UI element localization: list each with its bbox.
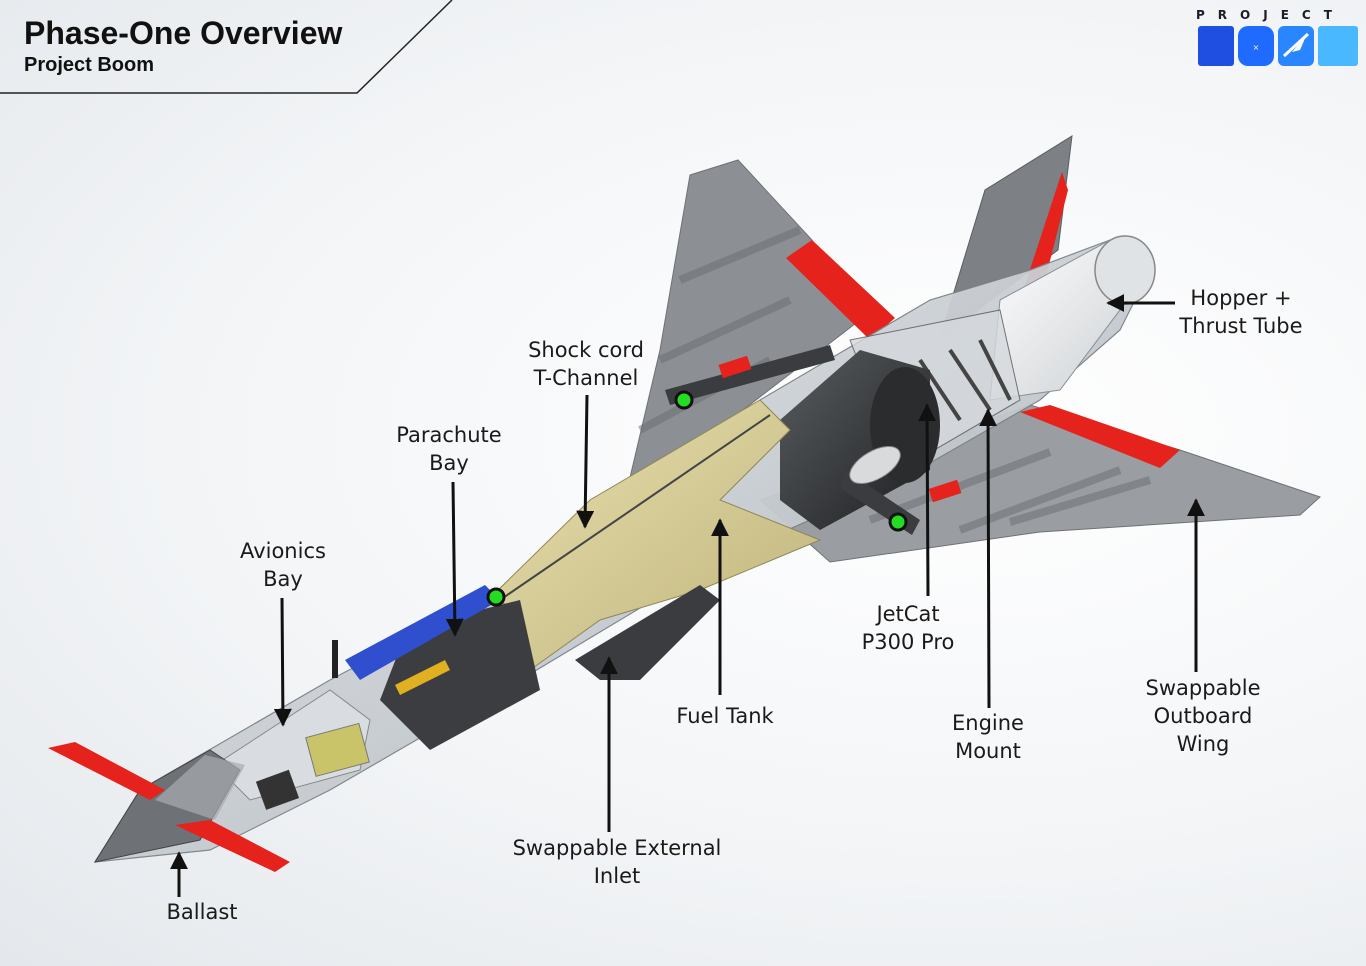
- avionics-bay-arrow: [273, 597, 292, 727]
- attach-point-marker: [674, 390, 694, 410]
- label-ballast: Ballast: [166, 900, 238, 924]
- attach-point-marker: [888, 512, 908, 532]
- left-canard: [48, 742, 165, 800]
- label-shock-cord-t-channel: Shock cord T-Channel: [528, 338, 644, 390]
- upper-aileron: [786, 240, 895, 340]
- jetcat-arrow: [918, 403, 937, 597]
- fuselage: [48, 235, 1156, 872]
- brand-logo: PROJECT ×: [1196, 8, 1362, 70]
- right-canard: [175, 820, 290, 872]
- page-title: Phase-One Overview: [24, 15, 343, 51]
- brand-wordmark: PROJECT: [1196, 8, 1345, 22]
- callout-arrows: [170, 294, 1205, 897]
- page-subtitle: Project Boom: [24, 54, 155, 76]
- label-avionics-bay: Avionics Bay: [240, 539, 326, 591]
- label-parachute-bay: Parachute Bay: [396, 423, 502, 475]
- label-fuel-tank: Fuel Tank: [676, 704, 774, 728]
- label-jetcat: JetCat P300 Pro: [861, 602, 955, 654]
- antenna: [332, 640, 338, 678]
- parachute-lid: [345, 585, 500, 680]
- header: Phase-One Overview Project Boom: [24, 14, 342, 77]
- attach-point-marker: [486, 587, 506, 607]
- lower-aileron: [1020, 405, 1180, 468]
- thrust-tube-exit: [1094, 235, 1156, 305]
- engine-mount-arrow: [979, 408, 998, 709]
- label-engine-mount: Engine Mount: [952, 711, 1024, 763]
- label-hopper-thrust-tube: Hopper + Thrust Tube: [1179, 286, 1303, 338]
- boom-logo-icon: ×: [1198, 26, 1358, 66]
- shock-cord-arrow: [576, 394, 595, 529]
- label-outboard-wing: Swappable Outboard Wing: [1145, 676, 1261, 756]
- rudder: [1020, 172, 1068, 300]
- header-divider: [0, 0, 453, 94]
- label-external-inlet: Swappable External Inlet: [512, 836, 722, 888]
- svg-text:×: ×: [1253, 43, 1260, 52]
- parachute-bay-arrow: [445, 481, 464, 637]
